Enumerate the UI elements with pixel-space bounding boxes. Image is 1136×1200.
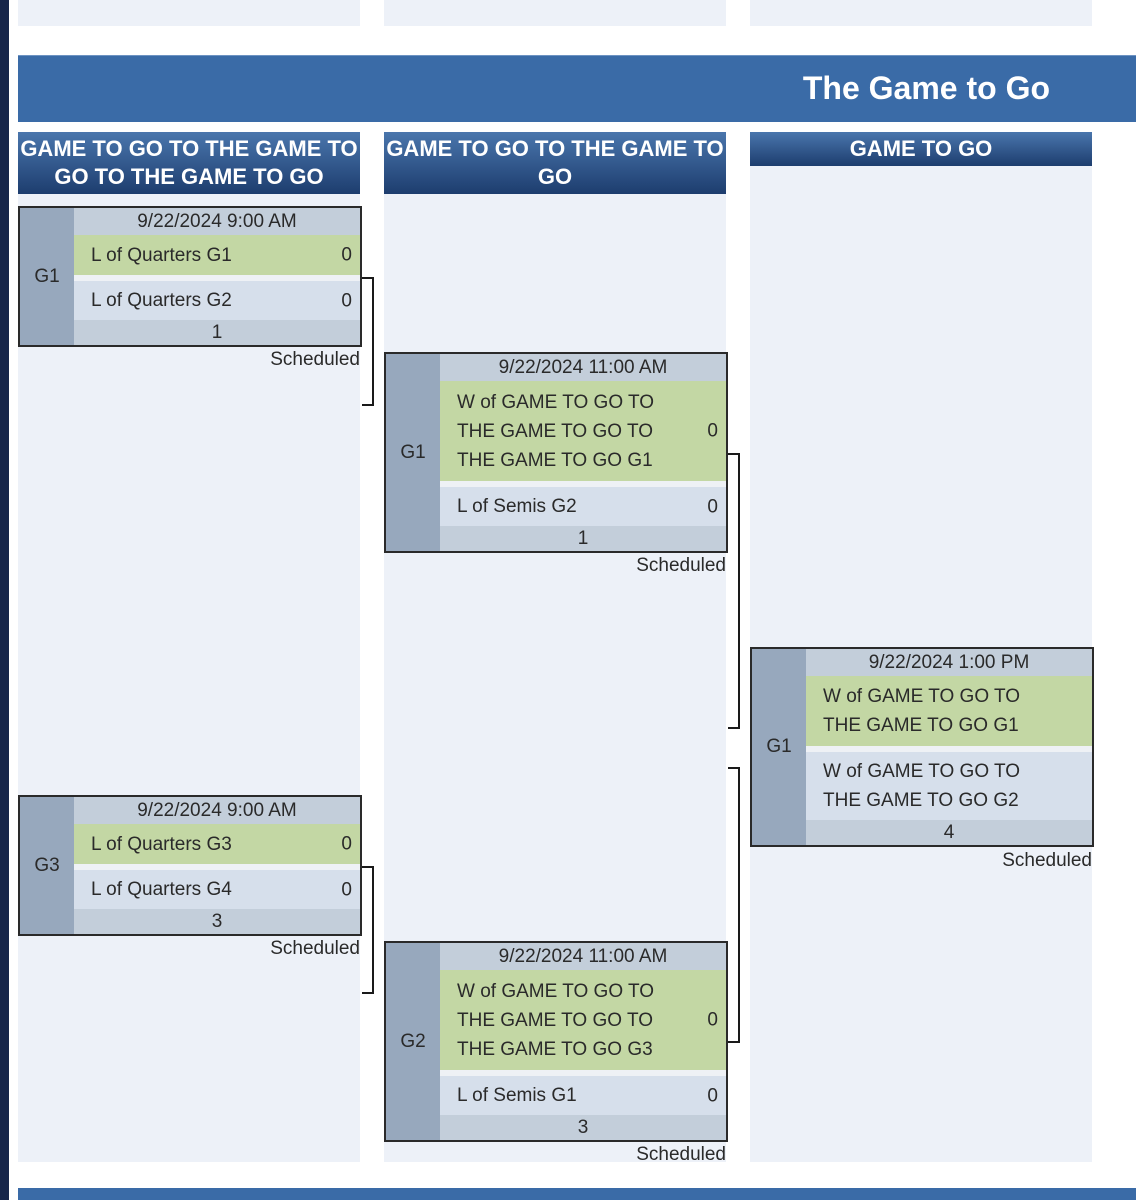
row-divider (440, 1070, 726, 1076)
match-card-r3-g1[interactable]: G1 9/22/2024 1:00 PM W of GAME TO GO TO … (750, 647, 1094, 847)
column-top-fragment (384, 0, 726, 26)
team-name: L of Quarters G3 (91, 833, 232, 855)
team-score: 0 (707, 496, 718, 517)
team-score: 0 (341, 879, 352, 900)
match-card-r1-g1[interactable]: G1 9/22/2024 9:00 AM L of Quarters G1 0 … (18, 206, 362, 347)
team-row[interactable]: L of Quarters G3 0 (74, 824, 360, 864)
match-card-r2-g2[interactable]: G2 9/22/2024 11:00 AM W of GAME TO GO TO… (384, 941, 728, 1142)
match-label: G1 (20, 208, 74, 345)
team-score: 0 (707, 420, 718, 442)
match-date: 9/22/2024 9:00 AM (74, 797, 360, 824)
team-name: L of Quarters G4 (91, 879, 232, 900)
match-label: G3 (20, 797, 74, 934)
team-name: W of GAME TO GO TO THE GAME TO GO G2 (823, 761, 1021, 811)
match-status: Scheduled (1002, 850, 1092, 871)
match-status: Scheduled (270, 349, 360, 370)
match-number: 1 (440, 526, 726, 551)
footer-bar (18, 1188, 1136, 1200)
match-status: Scheduled (636, 1144, 726, 1165)
team-row[interactable]: L of Semis G1 0 (440, 1076, 726, 1115)
match-date: 9/22/2024 11:00 AM (440, 354, 726, 381)
bracket-connector (362, 866, 374, 994)
round-header-2: GAME TO GO TO THE GAME TO GO (384, 132, 726, 194)
team-score: 0 (341, 290, 352, 311)
match-date: 9/22/2024 1:00 PM (806, 649, 1092, 676)
team-name: L of Quarters G1 (91, 244, 232, 266)
team-row[interactable]: L of Semis G2 0 (440, 487, 726, 526)
team-name: W of GAME TO GO TO THE GAME TO GO G1 (823, 686, 1021, 736)
left-edge-strip (0, 0, 9, 1200)
match-label: G1 (752, 649, 806, 845)
match-card-r1-g3[interactable]: G3 9/22/2024 9:00 AM L of Quarters G3 0 … (18, 795, 362, 936)
team-row[interactable]: W of GAME TO GO TO THE GAME TO GO G1 (806, 676, 1092, 746)
team-row[interactable]: W of GAME TO GO TO THE GAME TO GO TO THE… (440, 381, 726, 481)
row-divider (806, 746, 1092, 752)
team-row[interactable]: W of GAME TO GO TO THE GAME TO GO G2 (806, 752, 1092, 820)
column-top-fragment (18, 0, 360, 26)
row-divider (440, 481, 726, 487)
team-name: L of Quarters G2 (91, 290, 232, 311)
team-name: L of Semis G2 (457, 496, 577, 517)
team-score: 0 (707, 1009, 718, 1031)
match-number: 1 (74, 320, 360, 345)
bracket-connector (728, 453, 740, 729)
match-date: 9/22/2024 11:00 AM (440, 943, 726, 970)
bracket-connector (728, 767, 740, 1043)
match-card-r2-g1[interactable]: G1 9/22/2024 11:00 AM W of GAME TO GO TO… (384, 352, 728, 553)
bracket-title-bar: The Game to Go (18, 55, 1136, 122)
match-status: Scheduled (270, 938, 360, 959)
match-number: 3 (440, 1115, 726, 1140)
row-divider (74, 275, 360, 281)
team-score: 0 (341, 833, 352, 855)
round-header-1: GAME TO GO TO THE GAME TO GO TO THE GAME… (18, 132, 360, 194)
round-header-3: GAME TO GO (750, 132, 1092, 166)
bracket-connector (362, 277, 374, 406)
row-divider (74, 864, 360, 870)
team-row[interactable]: W of GAME TO GO TO THE GAME TO GO TO THE… (440, 970, 726, 1070)
bracket-title: The Game to Go (802, 70, 1050, 106)
match-date: 9/22/2024 9:00 AM (74, 208, 360, 235)
match-label: G1 (386, 354, 440, 551)
team-row[interactable]: L of Quarters G4 0 (74, 870, 360, 909)
team-row[interactable]: L of Quarters G1 0 (74, 235, 360, 275)
team-score: 0 (707, 1085, 718, 1106)
match-number: 4 (806, 820, 1092, 845)
team-name: W of GAME TO GO TO THE GAME TO GO TO THE… (457, 980, 655, 1060)
match-status: Scheduled (636, 555, 726, 576)
match-number: 3 (74, 909, 360, 934)
team-row[interactable]: L of Quarters G2 0 (74, 281, 360, 320)
team-score: 0 (341, 244, 352, 266)
team-name: W of GAME TO GO TO THE GAME TO GO TO THE… (457, 391, 655, 471)
team-name: L of Semis G1 (457, 1085, 577, 1106)
match-label: G2 (386, 943, 440, 1140)
column-top-fragment (750, 0, 1092, 26)
